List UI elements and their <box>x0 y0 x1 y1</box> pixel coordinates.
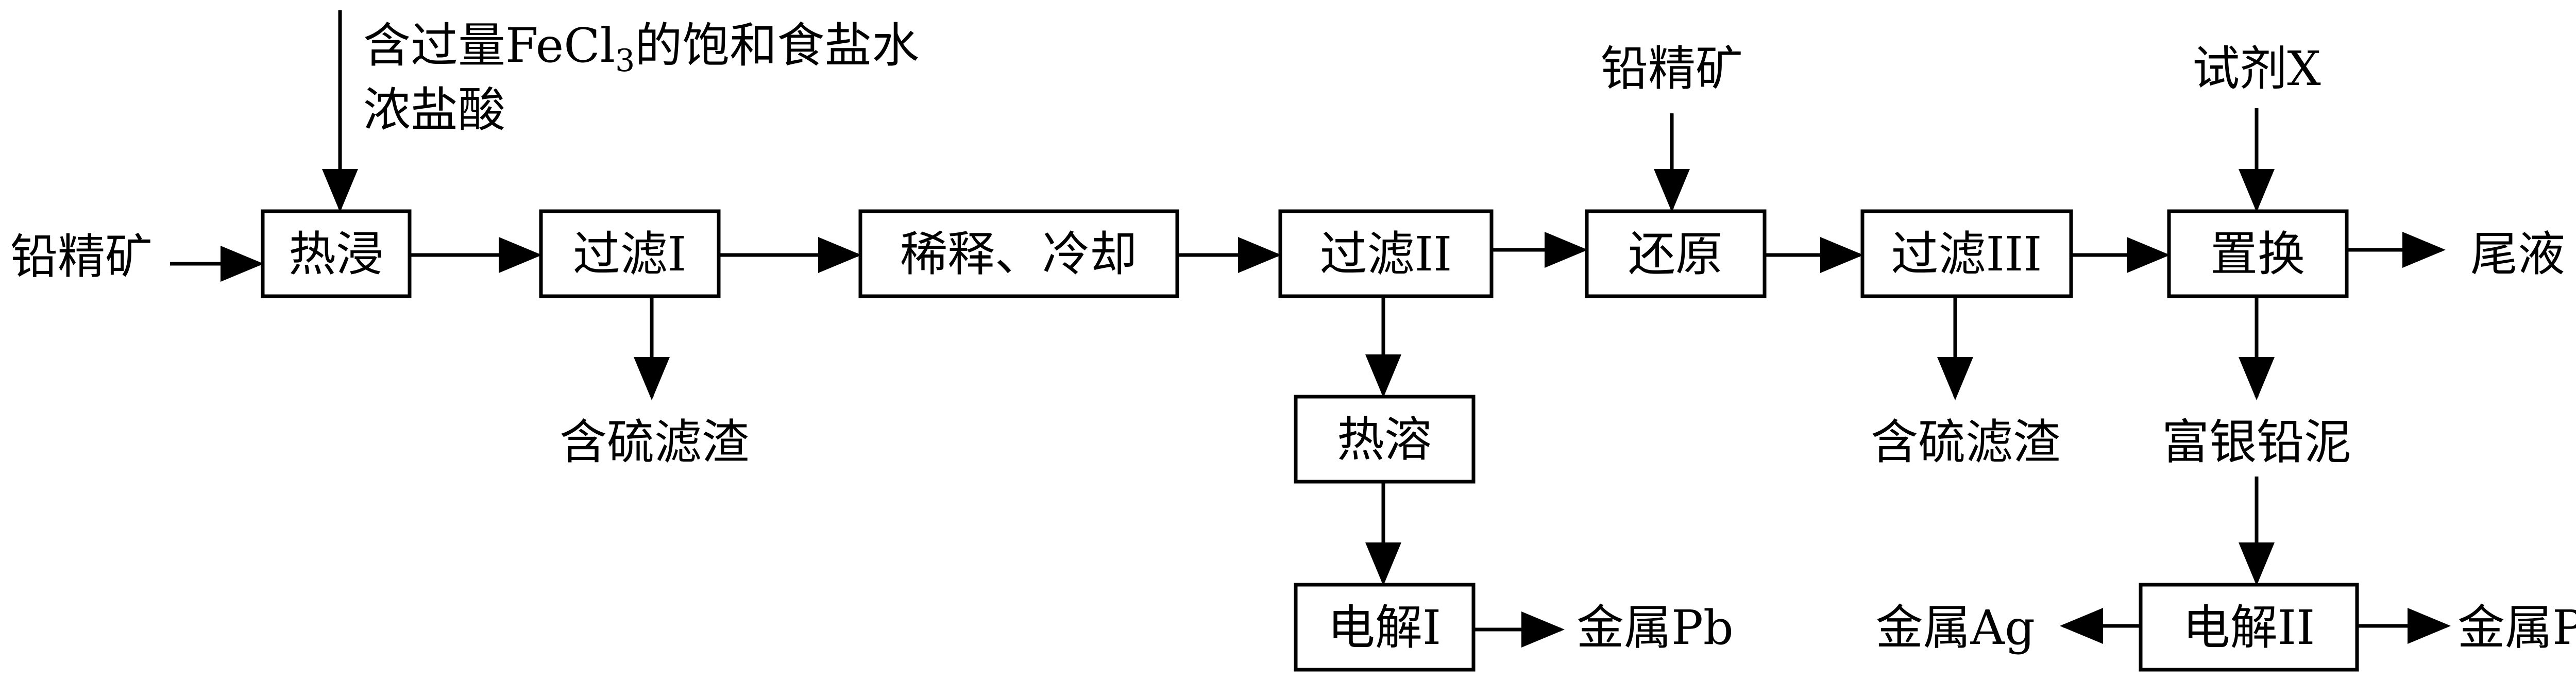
box-electrolysis-1 <box>1294 583 1476 672</box>
label-filter-3: 过滤III <box>1891 227 2042 282</box>
label-heat-leach: 热浸 <box>289 227 383 282</box>
label-residue-2: 含硫滤渣 <box>1871 415 2060 470</box>
label-filter-1: 过滤I <box>573 227 686 282</box>
label-silver-mud: 富银铅泥 <box>2162 415 2351 470</box>
label-residue-1: 含硫滤渣 <box>560 415 749 470</box>
label-electrolysis-1: 电解I <box>1328 600 1441 655</box>
label-reagent-x: 试剂X <box>2192 41 2321 96</box>
box-filter-2 <box>1278 209 1494 298</box>
label-input-reagents-line1: 含过量FeCl3的饱和食盐水 <box>363 18 919 79</box>
label-dilute-cool: 稀释、冷却 <box>900 227 1137 282</box>
label-input-reagents-line2: 浓盐酸 <box>363 82 505 138</box>
label-tail-liquid: 尾液 <box>2470 227 2565 282</box>
label-input-ore: 铅精矿 <box>10 229 152 284</box>
label-output-ag: 金属Ag <box>1876 600 2035 655</box>
box-hot-dissolve <box>1294 395 1476 484</box>
label-input-ore-reduce: 铅精矿 <box>1601 41 1743 96</box>
box-dilute-cool <box>858 209 1179 298</box>
box-filter-1 <box>539 209 721 298</box>
label-filter-2: 过滤II <box>1320 227 1452 282</box>
label-hot-dissolve: 热溶 <box>1337 412 1432 467</box>
label-replace: 置换 <box>2210 227 2305 282</box>
box-reduce <box>1585 209 1767 298</box>
label-output-pb-2: 金属Pb <box>2458 600 2576 655</box>
label-output-pb-1: 金属Pb <box>1577 600 1734 655</box>
label-electrolysis-2: 电解II <box>2183 600 2315 655</box>
label-reduce: 还原 <box>1628 227 1723 282</box>
